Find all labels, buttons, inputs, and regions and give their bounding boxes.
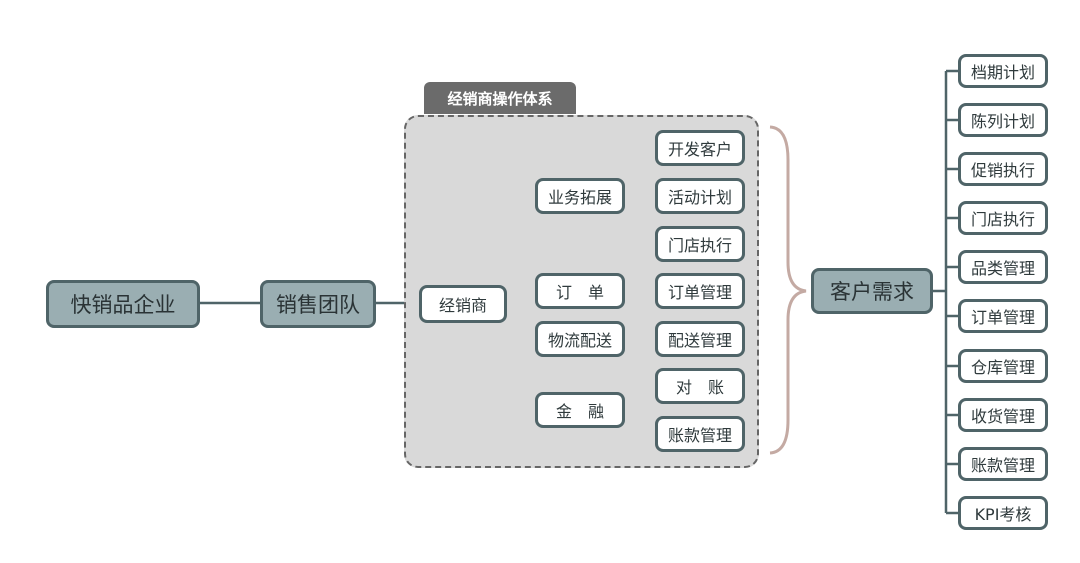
node-branch-1: 业务拓展	[535, 178, 625, 214]
node-leaf-2-1: 订单管理	[655, 273, 745, 309]
node-dealer: 经销商	[419, 285, 507, 323]
node-need-8: 收货管理	[958, 398, 1048, 432]
node-leaf-4-1: 对 账	[655, 368, 745, 404]
node-need-4: 门店执行	[958, 201, 1048, 235]
group-title: 经销商操作体系	[424, 82, 576, 114]
curly-brace	[769, 125, 807, 455]
node-need-5: 品类管理	[958, 250, 1048, 284]
node-root: 快销品企业	[46, 280, 200, 328]
node-need-1: 档期计划	[958, 54, 1048, 88]
node-branch-3: 物流配送	[535, 321, 625, 357]
node-leaf-4-2: 账款管理	[655, 416, 745, 452]
node-need-9: 账款管理	[958, 447, 1048, 481]
node-leaf-1-1: 开发客户	[655, 130, 745, 166]
node-need-3: 促销执行	[958, 152, 1048, 186]
node-need-10: KPI考核	[958, 496, 1048, 530]
node-leaf-1-2: 活动计划	[655, 178, 745, 214]
node-leaf-1-3: 门店执行	[655, 226, 745, 262]
node-branch-4: 金 融	[535, 392, 625, 428]
node-need-7: 仓库管理	[958, 349, 1048, 383]
node-branch-2: 订 单	[535, 273, 625, 309]
node-customer: 客户需求	[811, 268, 933, 314]
node-need-2: 陈列计划	[958, 103, 1048, 137]
node-leaf-3-1: 配送管理	[655, 321, 745, 357]
node-team: 销售团队	[260, 280, 376, 328]
node-need-6: 订单管理	[958, 299, 1048, 333]
